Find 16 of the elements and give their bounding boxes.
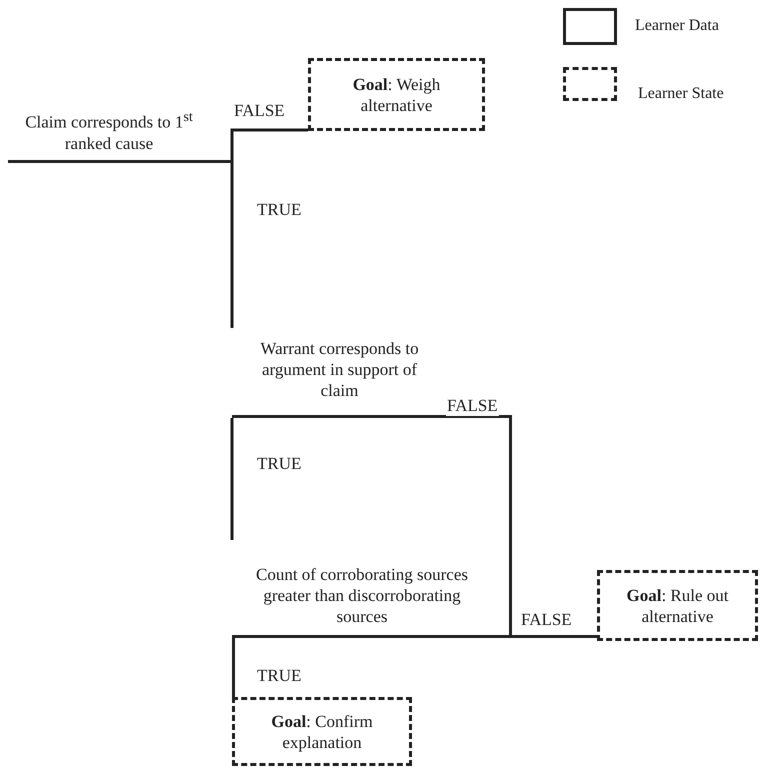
connector-line — [230, 418, 234, 540]
goal-text: Goal: Weigh alternative — [352, 74, 442, 116]
goal-text: Goal: Confirm explanation — [270, 710, 374, 752]
goal-text: Goal: Rule out alternative — [625, 584, 730, 626]
goal-box — [308, 58, 485, 131]
goal-box — [232, 697, 412, 766]
connector-line — [230, 163, 234, 328]
goal-box — [597, 570, 758, 641]
connector-line — [230, 128, 308, 163]
condition-text: Count of corroborating sources greater than discorroborating sources — [255, 564, 469, 627]
legend-label: Learner Data — [635, 17, 719, 35]
connector-line — [232, 638, 235, 697]
legend-label: Learner State — [638, 85, 724, 103]
connector-line — [512, 635, 597, 638]
condition-text: Warrant corresponds to argument in support of claim — [259, 338, 420, 401]
condition-text: Claim corresponds to 1$^{st}$ ranked cause — [24, 108, 194, 154]
